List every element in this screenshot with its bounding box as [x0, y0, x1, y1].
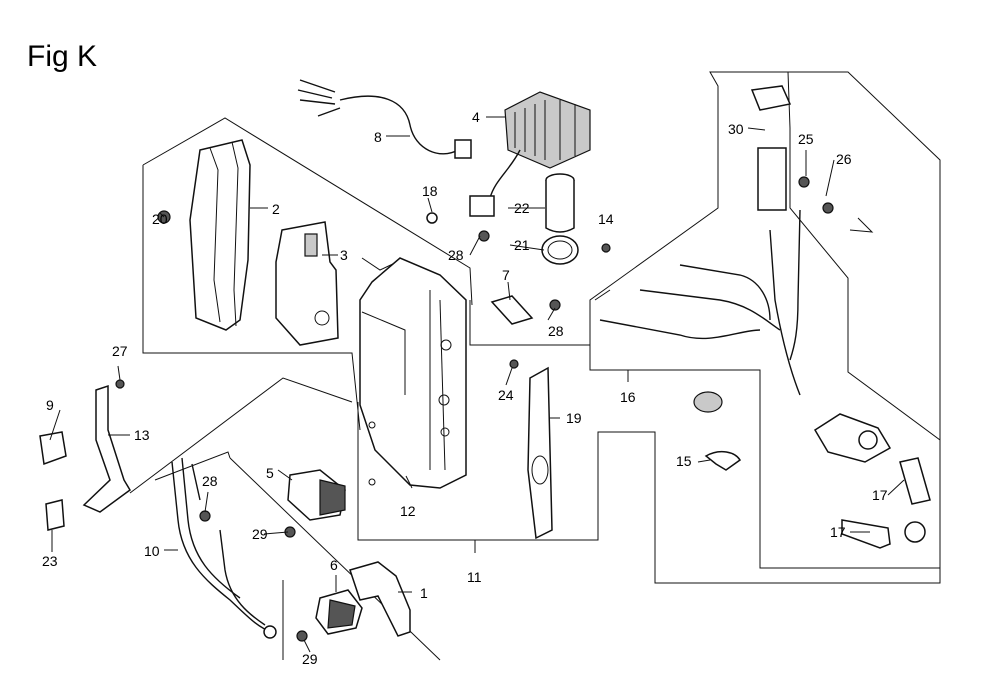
callout-26: 26	[836, 151, 852, 167]
part-sleeve	[545, 173, 575, 233]
callout-9: 9	[46, 397, 54, 413]
callout-18: 18	[422, 183, 438, 199]
part-clamp	[541, 235, 579, 265]
part-harness-main	[171, 457, 277, 639]
callout-labels: 1 2 3 4 5 6 7 8 9 10 11 12 13 14 15 16 1…	[42, 109, 888, 667]
callout-2: 2	[272, 201, 280, 217]
callout-13: 13	[134, 427, 150, 443]
part-regulator	[489, 91, 591, 199]
callout-19: 19	[566, 410, 582, 426]
part-strip	[527, 366, 553, 540]
part-harness-small	[297, 79, 495, 217]
callout-17a: 17	[872, 487, 888, 503]
callout-11: 11	[467, 569, 482, 585]
part-cover	[189, 139, 251, 331]
part-bracket	[275, 221, 339, 346]
callout-23: 23	[42, 553, 58, 569]
callout-28c: 28	[202, 473, 218, 489]
callout-12: 12	[400, 503, 416, 519]
part-stay	[39, 384, 131, 531]
callout-15: 15	[676, 453, 692, 469]
callout-4: 4	[472, 109, 480, 125]
callout-3: 3	[340, 247, 348, 263]
part-clips	[693, 391, 931, 549]
callout-25: 25	[798, 131, 814, 147]
callout-8: 8	[374, 129, 382, 145]
callout-20: 20	[152, 211, 168, 227]
callout-30: 30	[728, 121, 744, 137]
part-bracket-small	[349, 561, 411, 637]
callout-14: 14	[598, 211, 614, 227]
callout-leaders	[49, 116, 905, 653]
callout-10: 10	[144, 543, 160, 559]
part-connectors	[287, 469, 363, 635]
callout-29a: 29	[252, 526, 268, 542]
callout-17b: 17	[830, 524, 846, 540]
callout-1: 1	[420, 585, 428, 601]
callout-7: 7	[502, 267, 510, 283]
part-harness-large	[599, 85, 892, 463]
callout-28b: 28	[548, 323, 564, 339]
callout-24: 24	[498, 387, 514, 403]
callout-6: 6	[330, 557, 338, 573]
figure-title: Fig K	[27, 40, 98, 73]
callout-27: 27	[112, 343, 128, 359]
part-plate	[490, 295, 534, 325]
part-control-box	[359, 257, 467, 489]
callout-28a: 28	[448, 247, 464, 263]
callout-16: 16	[620, 389, 636, 405]
callout-29b: 29	[302, 651, 318, 667]
callout-21: 21	[514, 237, 530, 253]
callout-5: 5	[266, 465, 274, 481]
callout-22: 22	[514, 200, 530, 216]
